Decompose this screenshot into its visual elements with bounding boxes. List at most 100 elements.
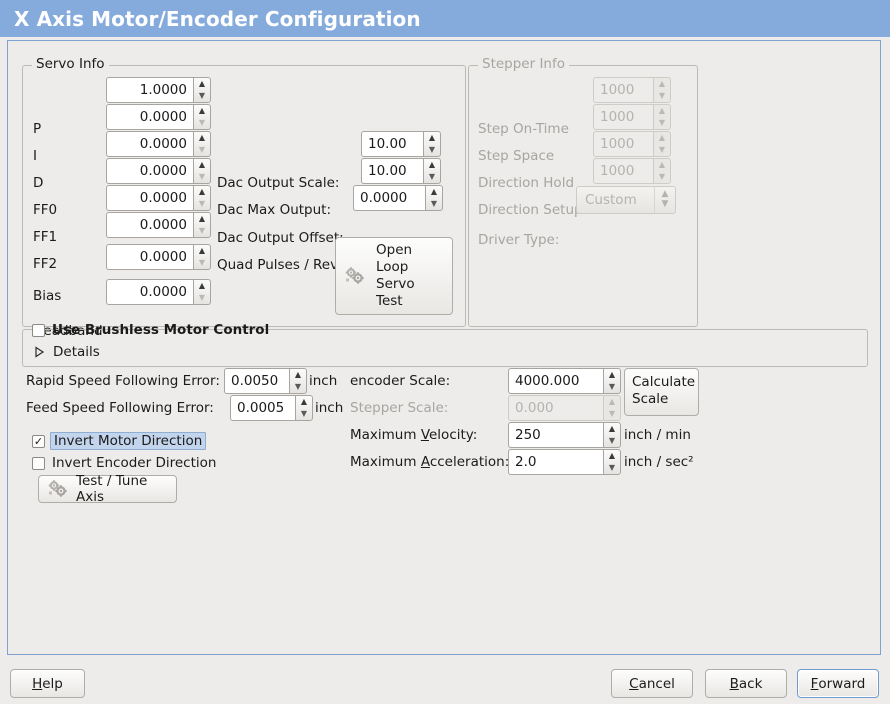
spin-down-icon[interactable]: ▼ — [608, 463, 616, 472]
spin-up-icon[interactable]: ▲ — [608, 370, 616, 379]
rapid-spin-buttons[interactable]: ▲▼ — [289, 368, 307, 394]
spin-down-icon[interactable]: ▼ — [198, 199, 206, 208]
spin-ff1-buttons[interactable]: ▲▼ — [193, 185, 211, 211]
details-expander[interactable]: Details — [34, 344, 100, 360]
spin-dac-output-offset-value[interactable]: 0.0000 — [353, 185, 425, 211]
invert-encoder-direction-checkbox[interactable]: Invert Encoder Direction — [32, 455, 216, 471]
spin-d-value[interactable]: 0.0000 — [106, 131, 193, 157]
spin-up-icon[interactable]: ▲ — [198, 106, 206, 115]
spin-ff1[interactable]: 0.0000 ▲▼ — [106, 185, 211, 211]
spin-i-value[interactable]: 0.0000 — [106, 104, 193, 130]
spin-up-icon[interactable]: ▲ — [430, 187, 438, 196]
spin-up-icon[interactable]: ▲ — [608, 451, 616, 460]
spin-ff0-buttons[interactable]: ▲▼ — [193, 158, 211, 184]
spin-ff0[interactable]: 0.0000 ▲▼ — [106, 158, 211, 184]
spin-up-icon[interactable]: ▲ — [294, 370, 302, 379]
calculate-scale-button[interactable]: Calculate Scale — [624, 368, 699, 416]
spin-up-icon[interactable]: ▲ — [198, 246, 206, 255]
use-brushless-motor-control-label: Use Brushless Motor Control — [52, 322, 270, 338]
maximum-acceleration-input[interactable]: 2.0 ▲▼ — [508, 449, 621, 475]
encoder-scale-value[interactable]: 4000.000 — [508, 368, 603, 394]
spin-direction-hold: 1000 ▲▼ — [593, 131, 671, 157]
spin-down-icon[interactable]: ▼ — [198, 118, 206, 127]
rapid-speed-following-error-value[interactable]: 0.0050 — [224, 368, 289, 394]
spin-up-icon[interactable]: ▲ — [608, 424, 616, 433]
spin-dac-output-offset[interactable]: 0.0000 ▲▼ — [353, 185, 443, 211]
spin-ff2[interactable]: 0.0000 ▲▼ — [106, 212, 211, 238]
spin-down-icon[interactable]: ▼ — [428, 145, 436, 154]
rapid-speed-following-error-input[interactable]: 0.0050 ▲▼ — [224, 368, 307, 394]
checkbox-box[interactable] — [32, 456, 45, 470]
spin-down-icon[interactable]: ▼ — [198, 226, 206, 235]
maximum-acceleration-buttons[interactable]: ▲▼ — [603, 449, 621, 475]
maximum-velocity-value[interactable]: 250 — [508, 422, 603, 448]
checkbox-box[interactable]: ✓ — [32, 434, 45, 448]
chevron-right-icon[interactable] — [34, 346, 45, 358]
spin-dac-output-scale[interactable]: 10.00 ▲▼ — [361, 131, 441, 157]
spin-up-icon[interactable]: ▲ — [198, 160, 206, 169]
spin-down-icon[interactable]: ▼ — [430, 199, 438, 208]
spin-up-icon[interactable]: ▲ — [300, 397, 308, 406]
spin-up-icon[interactable]: ▲ — [428, 160, 436, 169]
maximum-acceleration-value[interactable]: 2.0 — [508, 449, 603, 475]
spin-up-icon[interactable]: ▲ — [198, 133, 206, 142]
spin-dac-max-output-value[interactable]: 10.00 — [361, 158, 423, 184]
spin-down-icon[interactable]: ▼ — [198, 293, 206, 302]
spin-up-icon[interactable]: ▲ — [198, 214, 206, 223]
open-loop-servo-test-button[interactable]: Open Loop Servo Test — [335, 237, 453, 315]
spin-deadband-value[interactable]: 0.0000 — [106, 279, 193, 305]
encoder-scale-input[interactable]: 4000.000 ▲▼ — [508, 368, 621, 394]
test-tune-axis-button[interactable]: Test / Tune Axis — [38, 473, 177, 505]
feed-speed-following-error-input[interactable]: 0.0005 ▲▼ — [230, 395, 313, 421]
spin-dac-max-output[interactable]: 10.00 ▲▼ — [361, 158, 441, 184]
spin-dac-output-offset-buttons[interactable]: ▲▼ — [425, 185, 443, 211]
spin-down-icon[interactable]: ▼ — [294, 382, 302, 391]
spin-up-icon[interactable]: ▲ — [428, 133, 436, 142]
spin-p-buttons[interactable]: ▲▼ — [193, 77, 211, 103]
maximum-velocity-input[interactable]: 250 ▲▼ — [508, 422, 621, 448]
encoder-scale-buttons[interactable]: ▲▼ — [603, 368, 621, 394]
use-brushless-motor-control-checkbox[interactable]: Use Brushless Motor Control — [32, 322, 269, 338]
spin-d-buttons[interactable]: ▲▼ — [193, 131, 211, 157]
spin-i[interactable]: 0.0000 ▲▼ — [106, 104, 211, 130]
spin-p-value[interactable]: 1.0000 — [106, 77, 193, 103]
spin-down-icon[interactable]: ▼ — [428, 172, 436, 181]
spin-ff0-value[interactable]: 0.0000 — [106, 158, 193, 184]
spin-up-icon[interactable]: ▲ — [198, 281, 206, 290]
spin-dac-output-scale-value[interactable]: 10.00 — [361, 131, 423, 157]
spin-bias[interactable]: 0.0000 ▲▼ — [106, 244, 211, 270]
feed-spin-buttons[interactable]: ▲▼ — [295, 395, 313, 421]
spin-up-icon: ▲ — [608, 397, 616, 406]
spin-dac-output-scale-buttons[interactable]: ▲▼ — [423, 131, 441, 157]
spin-down-icon[interactable]: ▼ — [608, 436, 616, 445]
checkbox-box[interactable] — [32, 323, 45, 337]
maximum-velocity-buttons[interactable]: ▲▼ — [603, 422, 621, 448]
spin-down-icon: ▼ — [658, 91, 666, 100]
spin-i-buttons[interactable]: ▲▼ — [193, 104, 211, 130]
spin-deadband[interactable]: 0.0000 ▲▼ — [106, 279, 211, 305]
feed-speed-following-error-value[interactable]: 0.0005 — [230, 395, 295, 421]
spin-p[interactable]: 1.0000 ▲▼ — [106, 77, 211, 103]
spin-down-icon[interactable]: ▼ — [198, 91, 206, 100]
invert-motor-direction-checkbox[interactable]: ✓ Invert Motor Direction — [32, 432, 207, 450]
spin-ff2-buttons[interactable]: ▲▼ — [193, 212, 211, 238]
spin-dac-max-output-buttons[interactable]: ▲▼ — [423, 158, 441, 184]
spin-down-icon[interactable]: ▼ — [608, 382, 616, 391]
spin-d[interactable]: 0.0000 ▲▼ — [106, 131, 211, 157]
spin-up-icon[interactable]: ▲ — [198, 79, 206, 88]
spin-up-icon[interactable]: ▲ — [198, 187, 206, 196]
stepper-scale-input: 0.000 ▲▼ — [508, 395, 621, 421]
spin-bias-value[interactable]: 0.0000 — [106, 244, 193, 270]
spin-down-icon[interactable]: ▼ — [300, 409, 308, 418]
spin-down-icon[interactable]: ▼ — [198, 172, 206, 181]
spin-down-icon[interactable]: ▼ — [198, 258, 206, 267]
spin-bias-buttons[interactable]: ▲▼ — [193, 244, 211, 270]
spin-ff1-value[interactable]: 0.0000 — [106, 185, 193, 211]
spin-down-icon[interactable]: ▼ — [198, 145, 206, 154]
spin-ff2-value[interactable]: 0.0000 — [106, 212, 193, 238]
spin-deadband-buttons[interactable]: ▲▼ — [193, 279, 211, 305]
